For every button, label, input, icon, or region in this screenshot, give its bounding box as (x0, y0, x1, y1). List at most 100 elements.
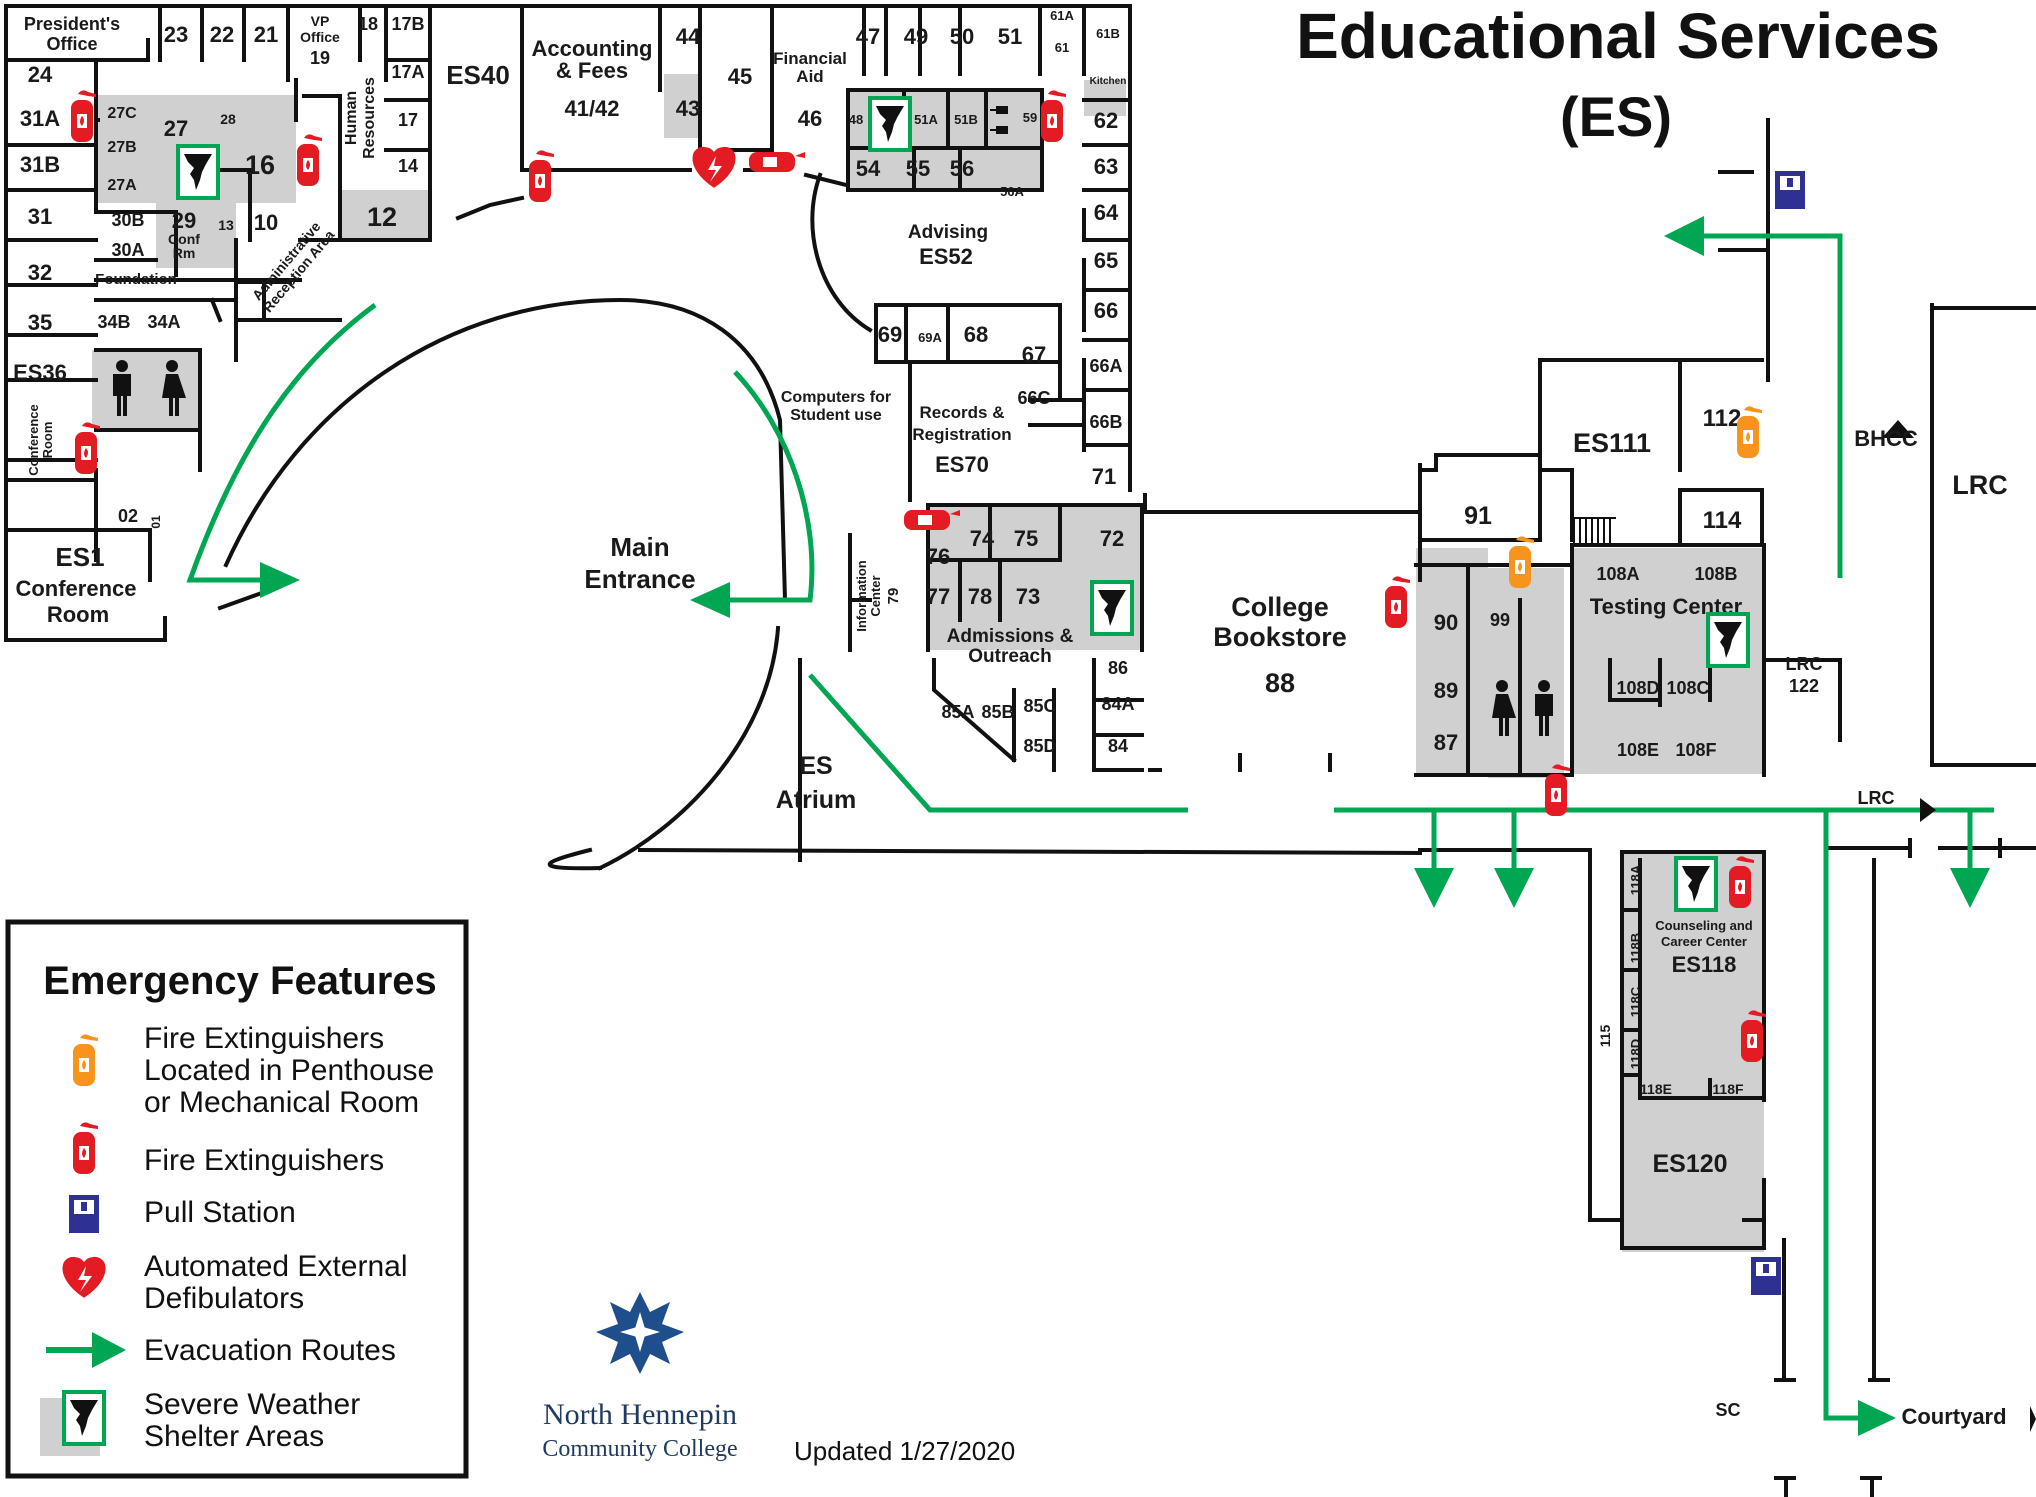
room-es118: ES118 (1672, 952, 1737, 977)
room-10: 10 (254, 210, 278, 235)
room-99: 99 (1490, 610, 1510, 630)
room-labels: President's Office 24 23 22 21 VP Office… (13, 8, 2008, 1429)
room-02: 02 (118, 506, 138, 526)
room-18: 18 (358, 14, 378, 34)
room-31b: 31B (20, 152, 60, 177)
room-es1: ES1 (55, 542, 104, 572)
room-74: 74 (970, 526, 995, 551)
room-51: 51 (998, 24, 1022, 49)
legend-item-extinguishers: Fire Extinguishers (144, 1144, 384, 1177)
room-118d: 118D (1628, 1039, 1643, 1069)
room-84: 84 (1108, 736, 1128, 756)
room-counseling-l1: Counseling and (1655, 918, 1753, 933)
room-17: 17 (398, 110, 418, 130)
room-17a: 17A (391, 62, 424, 82)
plug-icons (990, 106, 1008, 134)
fire-extinguisher-icon (1041, 90, 1066, 142)
room-computers-l2: Student use (790, 407, 882, 424)
room-85c: 85C (1023, 696, 1056, 716)
logo-name-line2: Community College (542, 1436, 737, 1462)
room-108e: 108E (1617, 740, 1659, 760)
room-27: 27 (164, 116, 188, 141)
room-16: 16 (245, 150, 275, 180)
fire-extinguisher-icon (1385, 576, 1410, 628)
room-68: 68 (964, 322, 988, 347)
room-34b: 34B (97, 312, 130, 332)
room-75: 75 (1014, 526, 1038, 551)
tornado-shelter-icon (176, 144, 220, 200)
walls (4, 4, 2036, 1497)
room-34a: 34A (147, 312, 180, 332)
room-27a: 27A (107, 177, 137, 194)
map-title: Educational Services (1296, 0, 1940, 72)
main-entrance-l2: Entrance (584, 564, 695, 594)
room-62: 62 (1094, 108, 1118, 133)
stairs (1572, 517, 1616, 545)
map-subtitle: (ES) (1560, 85, 1672, 148)
room-conf-rm-l1: Conf (168, 231, 200, 247)
room-67: 67 (1022, 342, 1046, 367)
room-admissions-l1: Admissions & (947, 626, 1074, 647)
legend-item-penthouse-l2: Located in Penthouse (144, 1054, 434, 1087)
room-hr-l1: Human (343, 91, 360, 145)
room-info-center-l1: Information (854, 560, 869, 632)
room-21: 21 (254, 22, 278, 47)
main-entrance-l1: Main (610, 532, 669, 562)
room-records-l2: Registration (912, 425, 1011, 444)
room-88: 88 (1265, 668, 1295, 698)
room-108a: 108A (1596, 564, 1639, 584)
room-63: 63 (1094, 154, 1118, 179)
room-01: 01 (149, 515, 163, 529)
fire-extinguisher-icon (297, 134, 322, 186)
room-30b: 30B (111, 210, 144, 230)
es-atrium-l1: ES (799, 752, 832, 780)
label-courtyard: Courtyard (1901, 1404, 2006, 1429)
room-22: 22 (210, 22, 234, 47)
room-66b: 66B (1089, 412, 1122, 432)
room-118f: 118F (1712, 1081, 1744, 1097)
room-24: 24 (28, 62, 53, 87)
room-41-42: 41/42 (564, 96, 619, 121)
legend-item-penthouse-l1: Fire Extinguishers (144, 1022, 384, 1055)
room-financial-aid-l2: Aid (796, 67, 823, 86)
room-advising: Advising (908, 222, 988, 243)
room-23: 23 (164, 22, 188, 47)
room-56a: 56A (1000, 184, 1024, 199)
room-27c: 27C (107, 105, 137, 122)
room-35: 35 (28, 310, 52, 335)
room-87: 87 (1434, 730, 1458, 755)
updated-date: Updated 1/27/2020 (794, 1436, 1015, 1466)
direction-arrows (1882, 420, 2036, 1432)
room-48: 48 (849, 112, 863, 127)
room-14: 14 (398, 156, 418, 176)
room-27b: 27B (107, 139, 136, 156)
evacuation-arrow-icon (92, 1332, 126, 1368)
room-es70: ES70 (935, 452, 989, 477)
orange-fire-extinguisher-icon (1509, 536, 1534, 588)
evacuation-routes (186, 216, 1994, 1436)
room-77: 77 (926, 584, 950, 609)
room-64: 64 (1094, 200, 1119, 225)
room-29: 29 (172, 208, 196, 233)
room-54: 54 (856, 156, 881, 181)
room-accounting-l1: Accounting (532, 36, 653, 61)
legend-item-shelter-l1: Severe Weather (144, 1388, 360, 1421)
room-12: 12 (367, 202, 397, 232)
legend-item-pull-station: Pull Station (144, 1196, 296, 1229)
label-sc: SC (1715, 1400, 1740, 1420)
room-es111: ES111 (1573, 428, 1651, 458)
pull-station-icon (69, 1195, 99, 1233)
fire-extinguisher-icon (529, 150, 554, 202)
room-computers-l1: Computers for (781, 389, 891, 406)
room-56: 56 (950, 156, 974, 181)
room-72: 72 (1100, 526, 1124, 551)
legend-item-shelter-l2: Shelter Areas (144, 1420, 324, 1453)
room-es120: ES120 (1652, 1150, 1727, 1178)
room-31: 31 (28, 204, 52, 229)
room-89: 89 (1434, 678, 1458, 703)
legend: Emergency Features Fire Extinguishers Lo… (5, 919, 469, 1479)
label-lrc-building: LRC (1952, 470, 2008, 500)
room-vp-office-l1: VP (311, 13, 330, 29)
room-financial-aid-l1: Financial (773, 49, 847, 68)
